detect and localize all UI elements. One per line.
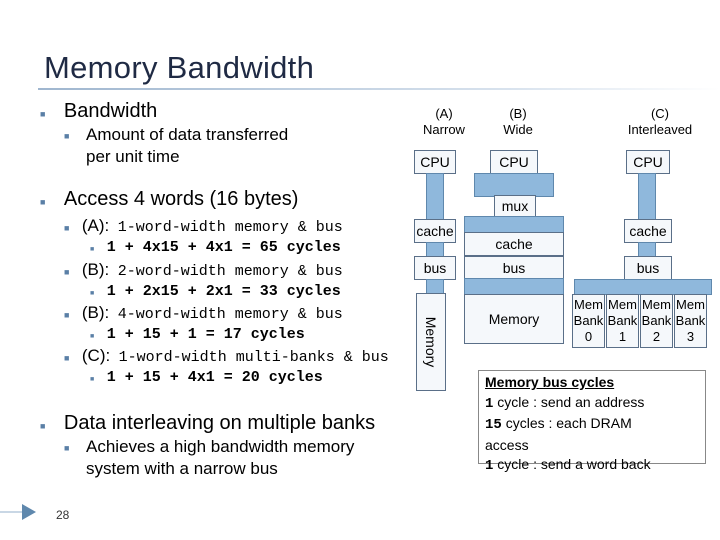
bandwidth-def-line2: per unit time (86, 147, 180, 166)
cache-b-box: cache (464, 232, 564, 256)
bandwidth-def-line1: Amount of data transferred (86, 125, 289, 144)
memory-bank-3: Mem Bank 3 (674, 294, 707, 348)
bus-b-box: bus (464, 256, 564, 280)
note-line-3: access (485, 436, 529, 453)
memory-a-label: Memory (423, 316, 439, 368)
bullet-b2-calc: ■ 1 + 15 + 1 = 17 cycles (90, 326, 305, 343)
bullet-bandwidth: ■ Bandwidth (40, 100, 158, 122)
bullet-marker-icon: ■ (64, 267, 70, 277)
bullet-a-calc: ■ 1 + 4x15 + 4x1 = 65 cycles (90, 239, 341, 256)
bullet-access: ■ Access 4 words (16 bytes) (40, 188, 299, 210)
bullet-interleave: ■ Data interleaving on multiple banks (40, 412, 376, 434)
bullet-marker-icon: ■ (64, 131, 70, 141)
title-underline (38, 88, 720, 90)
cpu-b-box: CPU (490, 150, 538, 174)
bus-c-box: bus (624, 256, 672, 280)
col-b-header: (B) Wide (503, 106, 533, 137)
slide-number: 28 (56, 508, 70, 522)
bullet-marker-icon: ■ (90, 290, 95, 297)
bullet-marker-icon: ■ (90, 376, 95, 383)
bullet-marker-icon: ■ (64, 353, 70, 363)
bullet-marker-icon: ■ (40, 197, 46, 207)
bullet-marker-icon: ■ (90, 333, 95, 340)
col-a-header: (A) Narrow (423, 106, 465, 137)
memory-a-box: Memory (416, 293, 446, 391)
bullet-interleave-sub: ■ Achieves a high bandwidth memory syste… (64, 437, 354, 478)
memory-b-box: Memory (464, 294, 564, 344)
bus-a-box: bus (414, 256, 456, 280)
note-heading: Memory bus cycles (485, 374, 615, 390)
bullet-marker-icon: ■ (64, 223, 70, 233)
cpu-c-box: CPU (626, 150, 670, 174)
bullet-marker-icon: ■ (40, 421, 46, 431)
memory-banks: Mem Bank 0 Mem Bank 1 Mem Bank 2 Mem Ban… (572, 294, 712, 350)
bullet-marker-icon: ■ (64, 310, 70, 320)
memory-bank-0: Mem Bank 0 (572, 294, 605, 348)
bullet-marker-icon: ■ (90, 246, 95, 253)
bus-a-upper (426, 173, 444, 221)
col-c-header: (C) Interleaved (627, 106, 693, 137)
memory-bank-1: Mem Bank 1 (606, 294, 639, 348)
slide-title: Memory Bandwidth (44, 50, 315, 85)
memory-bank-2: Mem Bank 2 (640, 294, 673, 348)
interleave-sub-line1: Achieves a high bandwidth memory (86, 437, 355, 456)
cpu-a-box: CPU (414, 150, 456, 174)
cache-a-box: cache (414, 219, 456, 243)
note-line-1: 1 cycle : send an address (485, 393, 645, 412)
bullet-b1: ■ (B): 2-word-width memory & bus (64, 260, 343, 280)
bullet-bandwidth-def: ■ Amount of data transferred per unit ti… (64, 125, 288, 166)
memory-bus-cycles-note: Memory bus cycles 1 cycle : send an addr… (478, 370, 706, 474)
bullet-marker-icon: ■ (40, 109, 46, 119)
footer-arrow-icon (0, 504, 36, 520)
bullet-c: ■ (C): 1-word-width multi-banks & bus (64, 346, 389, 366)
bus-c-upper (638, 173, 656, 221)
bullet-c-calc: ■ 1 + 15 + 4x1 = 20 cycles (90, 369, 323, 386)
note-line-4: 1 cycle : send a word back (485, 456, 651, 474)
bus-c-lower (574, 279, 712, 295)
bullet-a: ■ (A): 1-word-width memory & bus (64, 216, 343, 236)
mux-box: mux (494, 195, 536, 217)
cache-c-box: cache (624, 219, 672, 243)
note-line-2: 15 cycles : each DRAM (485, 415, 632, 433)
bullet-b2: ■ (B): 4-word-width memory & bus (64, 303, 343, 323)
bullet-b1-calc: ■ 1 + 2x15 + 2x1 = 33 cycles (90, 283, 341, 300)
bus-b-upper (474, 173, 554, 197)
interleave-sub-line2: system with a narrow bus (86, 459, 278, 478)
bullet-marker-icon: ■ (64, 443, 70, 453)
